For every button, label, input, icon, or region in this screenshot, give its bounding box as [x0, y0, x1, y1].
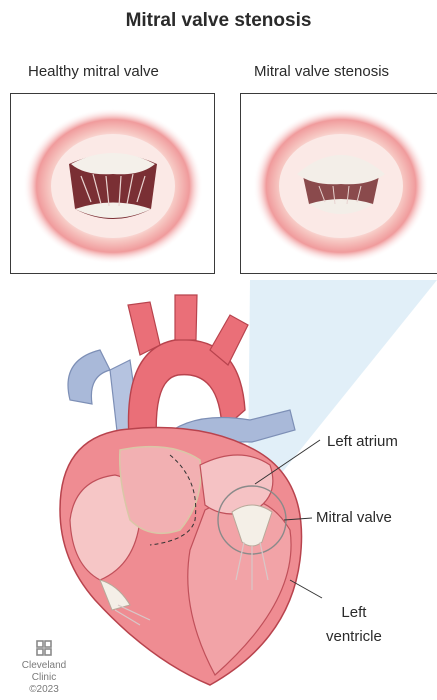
- left-ventricle-label-line1: Left: [326, 601, 382, 625]
- healthy-valve-panel: [10, 93, 215, 274]
- stenosis-valve-caption: Mitral valve stenosis: [254, 63, 389, 80]
- left-ventricle-label: Left ventricle: [326, 601, 382, 649]
- stenosis-valve-illustration: [241, 94, 437, 275]
- healthy-valve-illustration: [11, 94, 216, 275]
- left-ventricle-pointer: [290, 580, 322, 598]
- healthy-valve-caption: Healthy mitral valve: [28, 63, 159, 80]
- cleveland-clinic-mark-icon: [36, 640, 52, 656]
- logo-name-line1: Cleveland: [14, 660, 74, 672]
- zoom-cone: [248, 280, 437, 490]
- cleveland-clinic-logo: Cleveland Clinic ©2023: [14, 640, 74, 696]
- logo-name-line2: Clinic: [14, 672, 74, 684]
- stenosis-valve-panel: [240, 93, 437, 274]
- left-atrium-label: Left atrium: [327, 433, 398, 450]
- diagram-title: Mitral valve stenosis: [0, 10, 437, 32]
- left-ventricle-label-line2: ventricle: [326, 625, 382, 649]
- logo-copyright: ©2023: [14, 684, 74, 696]
- mitral-valve-label: Mitral valve: [316, 509, 392, 526]
